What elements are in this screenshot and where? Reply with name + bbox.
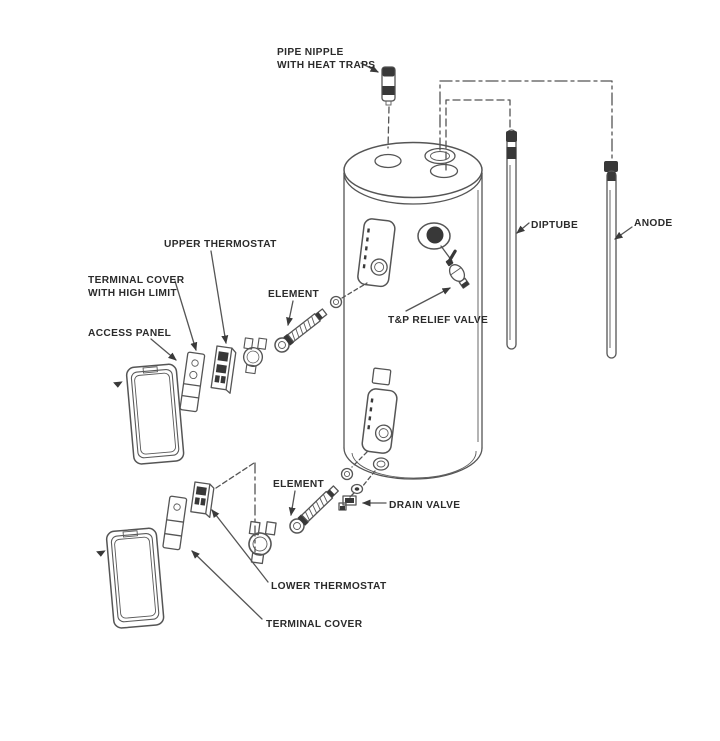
leader-lines	[150, 62, 633, 620]
tp-relief-valve-part	[445, 249, 470, 289]
terminal-cover-lower-part	[162, 495, 188, 551]
tank-top-holes	[374, 147, 459, 179]
leader-element-lower	[288, 490, 296, 516]
access-panel-lower-part	[105, 527, 165, 629]
alignment-line-diptube	[445, 99, 511, 171]
upper-element-oring	[329, 295, 343, 309]
label-pipe-nipple-line1: PIPE NIPPLE	[277, 47, 344, 58]
diptube-part	[506, 129, 517, 350]
label-drain-valve: DRAIN VALVE	[389, 500, 460, 511]
upper-element-panel	[357, 218, 396, 288]
upper-thermostat-part	[210, 345, 237, 394]
leader-access-panel	[150, 338, 177, 361]
alignment-line-drain	[361, 470, 376, 488]
lower-rating-plate	[371, 367, 392, 386]
lower-element-panel	[361, 388, 398, 454]
tp-opening	[417, 222, 453, 262]
label-upper-thermostat: UPPER THERMOSTAT	[164, 239, 277, 250]
leader-diptube	[516, 222, 530, 234]
label-anode: ANODE	[634, 218, 673, 229]
leader-element-upper	[286, 300, 294, 326]
lower-element-part	[289, 485, 339, 534]
anode-part	[604, 161, 618, 359]
alignment-line-upper-element	[341, 282, 368, 299]
lower-thermostat-part	[190, 481, 215, 519]
label-diptube: DIPTUBE	[531, 220, 578, 231]
label-pipe-nipple-line2: WITH HEAT TRAPS	[277, 60, 375, 71]
label-element-upper: ELEMENT	[268, 289, 320, 300]
label-tp-relief-valve: T&P RELIEF VALVE	[388, 315, 488, 326]
pipe-nipple-part	[381, 66, 396, 106]
screw-lower	[96, 550, 106, 557]
leader-lower-thermostat	[211, 509, 269, 583]
leader-terminal-cover	[191, 550, 263, 620]
label-terminal-cover-high-limit-line2: WITH HIGH LIMIT	[88, 288, 177, 299]
label-element-lower: ELEMENT	[273, 479, 325, 490]
alignment-line-lower-thermostat	[215, 462, 255, 489]
label-terminal-cover-high-limit-line1: TERMINAL COVER	[88, 275, 185, 286]
leader-tp-relief-valve	[405, 287, 451, 312]
leader-pipe-nipple	[360, 62, 379, 73]
tank-body	[343, 141, 483, 480]
label-access-panel: ACCESS PANEL	[88, 328, 171, 339]
labels: PIPE NIPPLE WITH HEAT TRAPS DIPTUBE ANOD…	[88, 47, 673, 630]
alignment-line-lower-panel	[351, 451, 368, 468]
leader-anode	[614, 226, 633, 240]
lower-element-oring	[340, 467, 354, 481]
leader-upper-thermostat	[210, 250, 229, 344]
drain-valve-part	[338, 483, 364, 511]
alignment-line-anode	[439, 80, 613, 161]
leader-terminal-cover-high-limit	[174, 280, 198, 351]
lower-mounting-flange	[248, 520, 277, 565]
label-lower-thermostat: LOWER THERMOSTAT	[271, 581, 387, 592]
label-terminal-cover: TERMINAL COVER	[266, 619, 363, 630]
alignment-line-nipple	[387, 106, 390, 149]
upper-mounting-flange	[242, 337, 268, 375]
access-panel-upper-part	[125, 363, 185, 465]
terminal-cover-high-limit-part	[179, 351, 206, 413]
drain-opening	[372, 457, 390, 471]
screw-upper	[113, 381, 123, 388]
upper-element-part	[274, 308, 328, 353]
